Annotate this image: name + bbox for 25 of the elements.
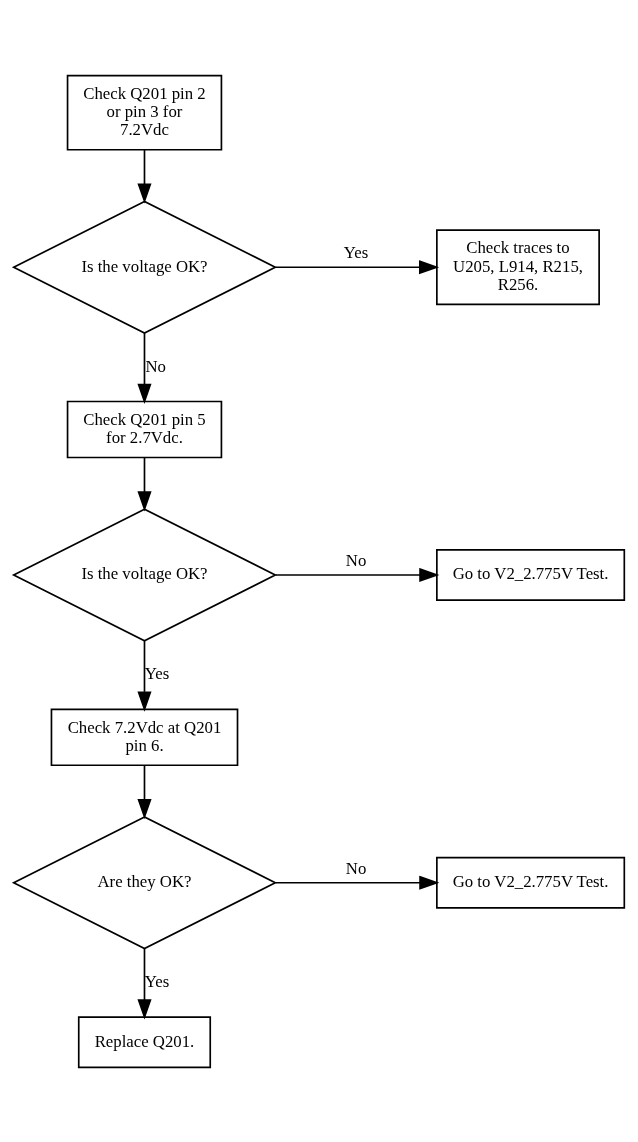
node-box: Go to V2_2.775V Test. [436,856,626,909]
node-diamond: Are they OK? [11,815,278,949]
node-diamond: Is the voltage OK? [11,200,278,334]
node-box: Go to V2_2.775V Test. [436,548,626,601]
arrow [274,875,440,890]
arrow [137,639,152,712]
node-box: Check 7.2Vdc at Q201 pin 6. [50,707,239,766]
arrow [137,456,152,511]
arrow [137,331,152,404]
edge-label: Yes [144,663,170,683]
arrow [137,148,152,204]
arrow [137,947,152,1019]
edge-label: Yes [144,971,170,991]
node-box: Check Q201 pin 2 or pin 3 for 7.2Vdc [66,74,223,151]
arrow [137,764,152,819]
arrow [274,259,440,274]
edge-label: No [345,550,367,570]
edge-label: Yes [343,242,369,262]
node-diamond: Is the voltage OK? [11,507,278,642]
edge-label: No [345,858,367,878]
edge-label: No [145,356,166,376]
node-box: Replace Q201. [77,1015,212,1068]
arrow [274,567,440,582]
node-box: Check traces to U205, L914, R215, R256. [436,228,600,305]
node-box: Check Q201 pin 5 for 2.7Vdc. [66,400,223,458]
